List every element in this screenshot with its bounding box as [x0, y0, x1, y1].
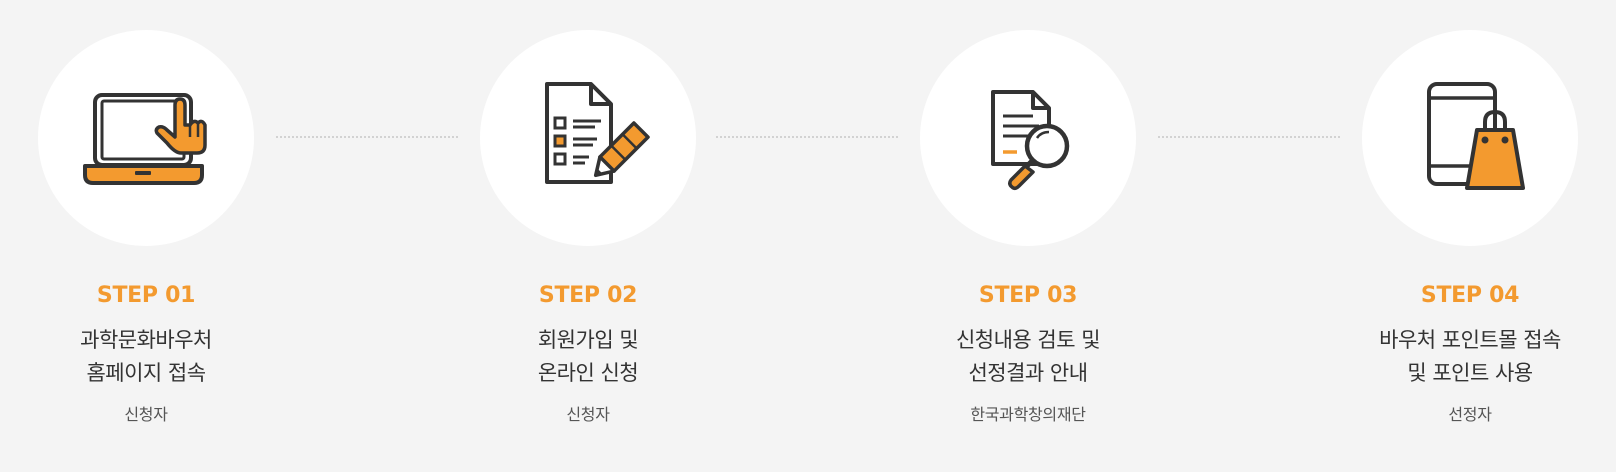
- step-01-title: 과학문화바우처 홈페이지 접속: [80, 324, 212, 390]
- step-connector-2: [716, 136, 898, 138]
- step-02-title-line2: 온라인 신청: [537, 361, 639, 385]
- step-02: STEP 02 회원가입 및 온라인 신청 신청자: [468, 30, 708, 426]
- step-02-actor: 신청자: [566, 405, 610, 424]
- step-02-label: STEP 02: [538, 283, 638, 308]
- step-connector-3: [1158, 136, 1340, 138]
- step-02-title-line1: 회원가입 및: [537, 328, 639, 352]
- step-04: STEP 04 바우처 포인트몰 접속 및 포인트 사용 선정자: [1350, 30, 1590, 426]
- step-03-circle: [920, 30, 1136, 246]
- step-04-circle: [1362, 30, 1578, 246]
- laptop-touch-icon: [83, 93, 207, 185]
- step-02-circle: [480, 30, 696, 246]
- step-01: STEP 01 과학문화바우처 홈페이지 접속 신청자: [26, 30, 266, 426]
- step-04-title-line2: 및 포인트 사용: [1407, 361, 1533, 385]
- step-01-circle: [38, 30, 254, 246]
- step-04-actor: 선정자: [1448, 405, 1492, 424]
- step-connector-1: [276, 136, 458, 138]
- step-03-label: STEP 03: [978, 283, 1078, 308]
- application-form-pencil-icon: [545, 82, 650, 184]
- step-03: STEP 03 신청내용 검토 및 선정결과 안내 한국과학창의재단: [908, 30, 1148, 426]
- step-03-actor: 한국과학창의재단: [970, 405, 1086, 424]
- step-01-title-line2: 홈페이지 접속: [86, 361, 206, 385]
- step-02-title: 회원가입 및 온라인 신청: [537, 324, 639, 390]
- step-04-title-line1: 바우처 포인트몰 접속: [1379, 328, 1561, 352]
- step-03-title-line2: 선정결과 안내: [968, 361, 1088, 385]
- step-01-actor: 신청자: [124, 405, 168, 424]
- step-04-title: 바우처 포인트몰 접속 및 포인트 사용: [1379, 324, 1561, 390]
- step-03-title: 신청내용 검토 및 선정결과 안내: [955, 324, 1101, 390]
- step-01-label: STEP 01: [96, 283, 196, 308]
- step-01-title-line1: 과학문화바우처: [80, 328, 212, 352]
- document-search-icon: [991, 90, 1070, 191]
- step-03-title-line1: 신청내용 검토 및: [955, 328, 1101, 352]
- step-04-label: STEP 04: [1420, 283, 1520, 308]
- mobile-shopping-bag-icon: [1427, 82, 1525, 190]
